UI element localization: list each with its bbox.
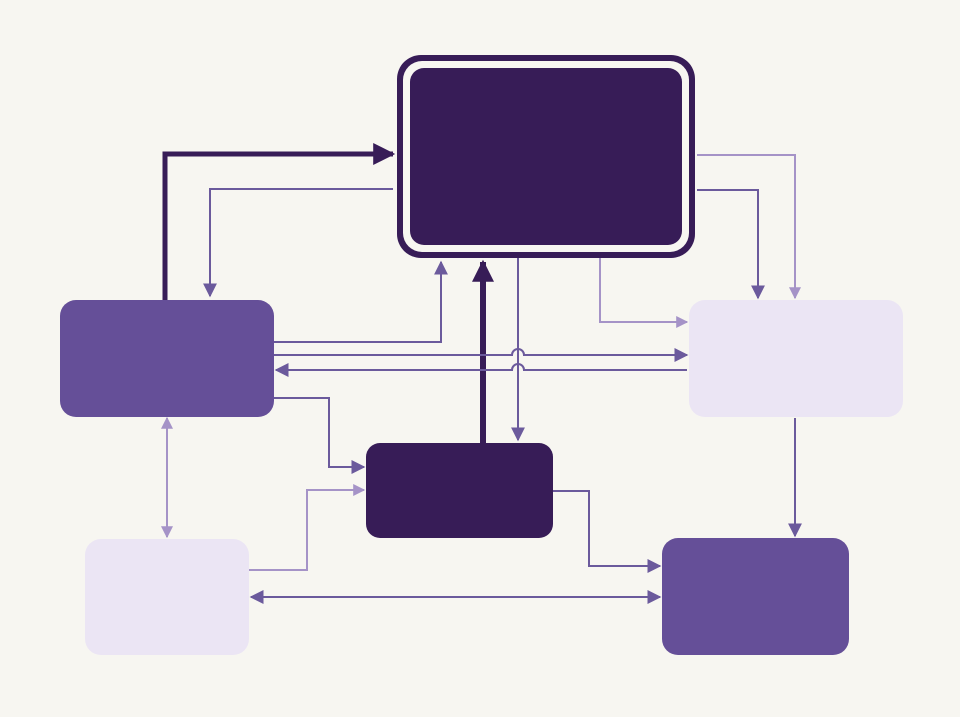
connector-bottom-left-to-processor (249, 484, 366, 571)
connector-hub-to-right-outer (697, 154, 801, 300)
connector-layer (161, 143, 802, 604)
bottom-left-box[interactable] (85, 539, 249, 655)
central-hub-box[interactable] (397, 55, 695, 258)
connector-left-to-hub-main (162, 143, 396, 300)
connector-left-to-hub-lower (274, 260, 448, 343)
connector-left-right-link-lower (274, 363, 687, 377)
connector-hub-to-left (203, 188, 393, 298)
central-hub-body (410, 68, 682, 245)
left-module-box[interactable] (60, 300, 274, 417)
bottom-right-box[interactable] (662, 538, 849, 655)
connector-processor-to-bottom-right (553, 490, 662, 573)
node-layer (60, 55, 903, 655)
connector-hub-to-right-inner (697, 189, 765, 300)
connector-left-to-processor (274, 397, 366, 474)
connector-left-right-link-upper (274, 348, 689, 362)
connector-hub-to-right-side (599, 258, 689, 328)
right-module-box[interactable] (689, 300, 903, 417)
center-processor-box[interactable] (366, 443, 553, 538)
